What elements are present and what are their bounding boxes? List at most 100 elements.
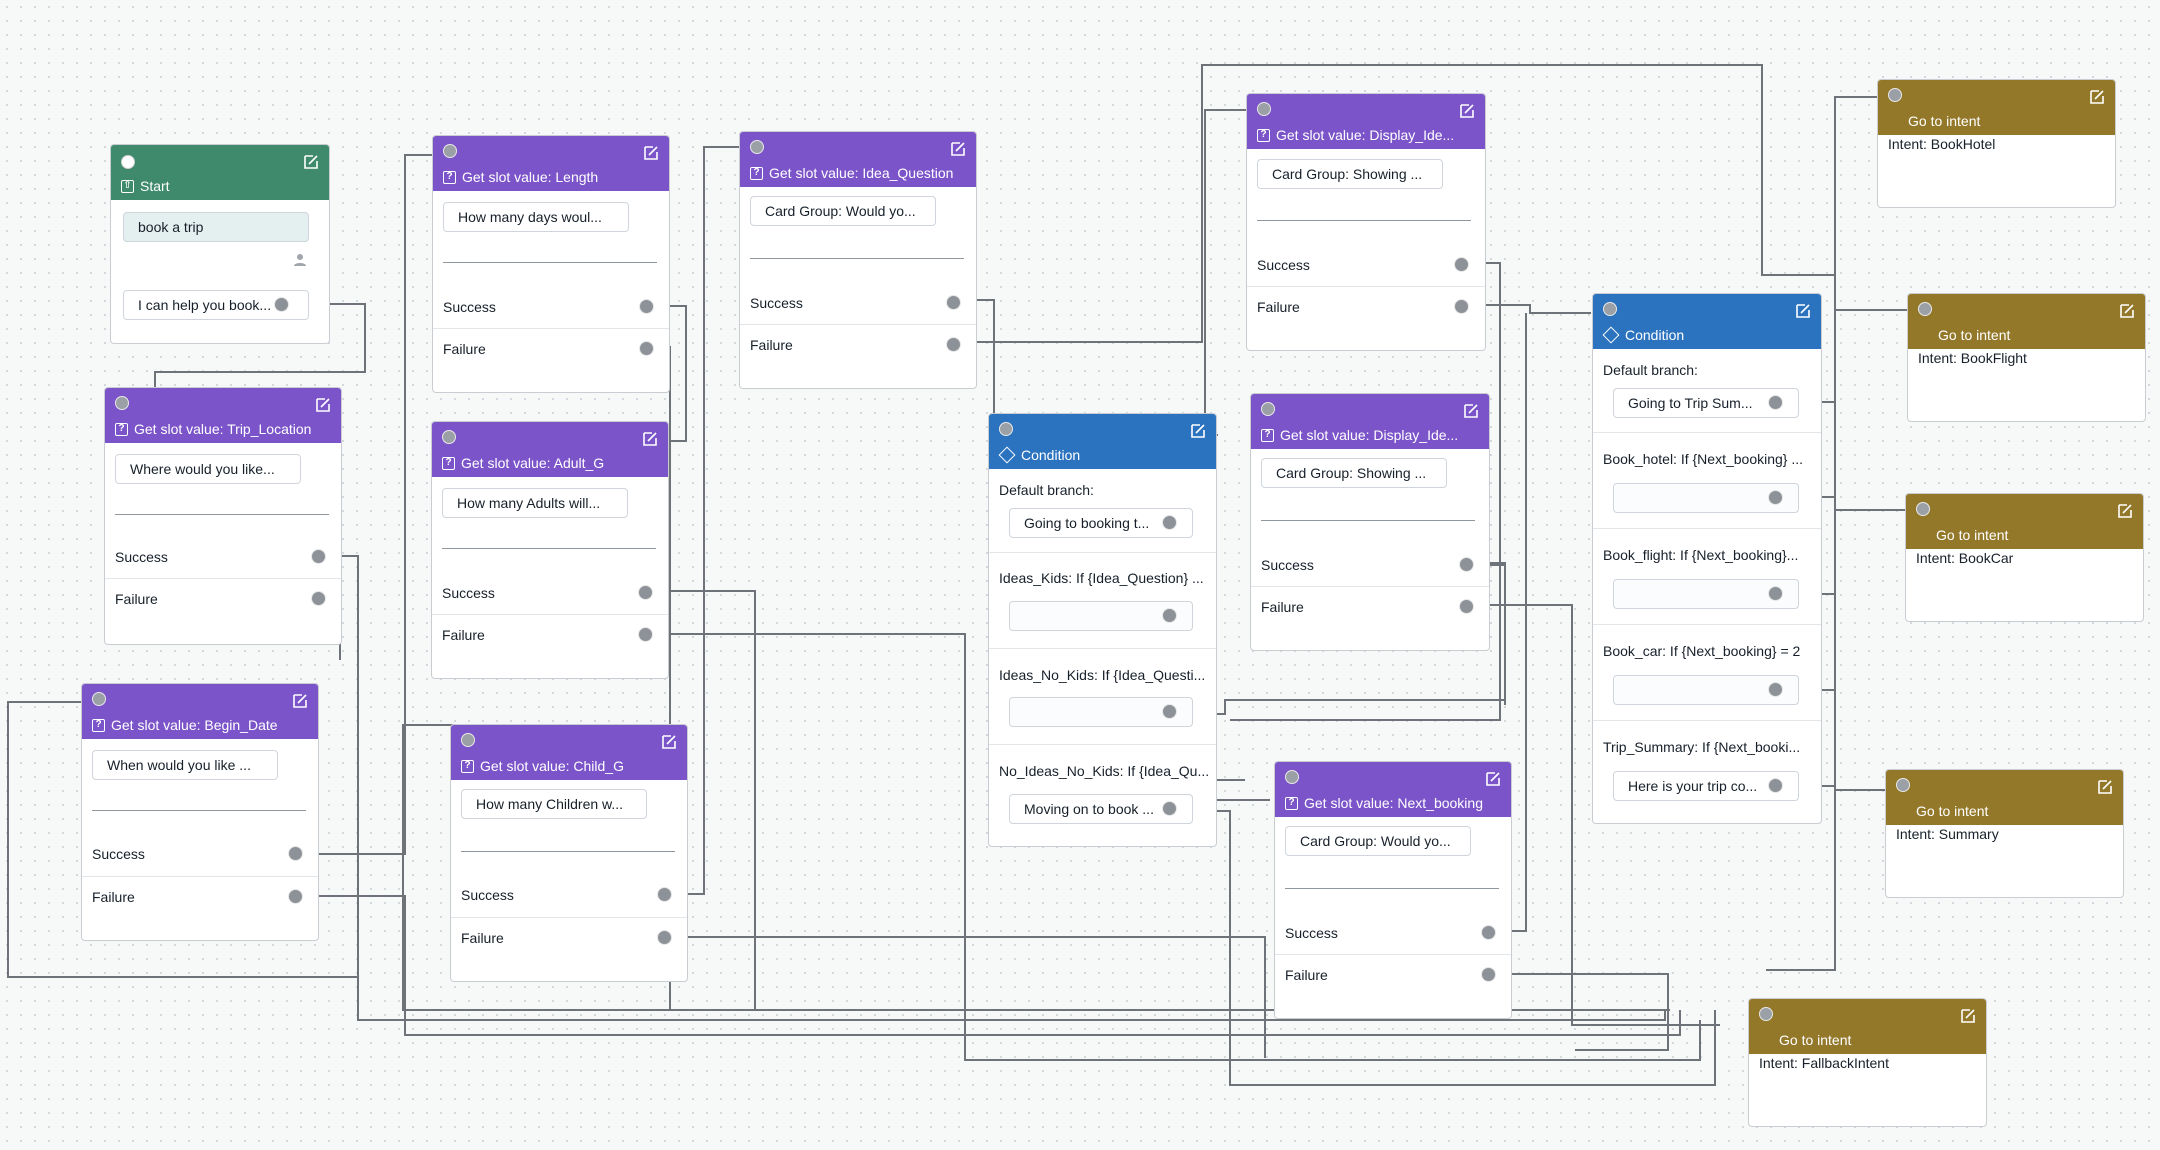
edit-icon[interactable] [643,145,659,161]
intent-node-book-car[interactable]: Go to intent Intent: BookCar [1905,493,2144,622]
edit-icon[interactable] [315,397,331,413]
success-port[interactable] [1481,925,1496,940]
edit-icon[interactable] [2117,503,2133,519]
success-port[interactable] [288,846,303,861]
success-port[interactable] [1459,557,1474,572]
edit-icon[interactable] [2097,779,2113,795]
edit-icon[interactable] [1795,303,1811,319]
slot-node-adult-g[interactable]: ? Get slot value: Adult_G How many Adult… [431,421,669,679]
slot-node-begin-date[interactable]: ? Get slot value: Begin_Date When would … [81,683,319,941]
edit-icon[interactable] [303,154,319,170]
slot-prompt[interactable]: When would you like ... [92,750,278,780]
slot-prompt[interactable]: How many days woul... [443,202,629,232]
edit-icon[interactable] [292,693,308,709]
input-port[interactable] [1257,102,1271,116]
start-output-port[interactable] [274,297,289,312]
start-port[interactable] [121,155,135,169]
edit-icon[interactable] [661,734,677,750]
condition-node-next-booking[interactable]: Condition Default branch: Going to Trip … [1592,293,1822,824]
input-port[interactable] [750,140,764,154]
failure-port[interactable] [946,337,961,352]
start-icon: ⇧ [121,179,134,193]
start-node[interactable]: ⇧ Start book a trip I can help you book.… [110,144,330,344]
branch-prompt[interactable] [1613,579,1799,609]
branch-port[interactable] [1162,608,1177,623]
failure-port[interactable] [639,341,654,356]
intent-node-book-flight[interactable]: Go to intent Intent: BookFlight [1907,293,2146,422]
slot-prompt[interactable]: Card Group: Showing ... [1261,458,1447,488]
intent-node-summary[interactable]: Go to intent Intent: Summary [1885,769,2124,898]
success-port[interactable] [639,299,654,314]
branch-port[interactable] [1768,490,1783,505]
slot-node-trip-location[interactable]: ? Get slot value: Trip_Location Where wo… [104,387,342,645]
intent-node-fallback[interactable]: Go to intent Intent: FallbackIntent [1748,998,1987,1127]
success-port[interactable] [311,549,326,564]
slot-prompt[interactable]: How many Children w... [461,789,647,819]
failure-port[interactable] [638,627,653,642]
failure-port[interactable] [1459,599,1474,614]
edit-icon[interactable] [1485,771,1501,787]
slot-node-length[interactable]: ? Get slot value: Length How many days w… [432,135,670,393]
input-port[interactable] [1918,302,1932,316]
condition-node-ideas[interactable]: Condition Default branch: Going to booki… [988,413,1217,847]
input-port[interactable] [999,422,1013,436]
success-port[interactable] [1454,257,1469,272]
node-title: ? Get slot value: Trip_Location [115,421,311,437]
input-port[interactable] [1603,302,1617,316]
branch-port[interactable] [1768,586,1783,601]
edit-icon[interactable] [2089,89,2105,105]
slot-node-idea-question[interactable]: ? Get slot value: Idea_Question Card Gro… [739,131,977,389]
input-port[interactable] [1896,778,1910,792]
failure-row: Failure [432,614,668,654]
input-port[interactable] [92,692,106,706]
success-label: Success [1261,557,1314,573]
slot-prompt[interactable]: Where would you like... [115,454,301,484]
input-port[interactable] [1261,402,1275,416]
branch-label: Book_car: If {Next_booking} = 2 [1603,643,1801,659]
default-branch-port[interactable] [1162,515,1177,530]
success-port[interactable] [946,295,961,310]
success-port[interactable] [657,887,672,902]
slot-prompt[interactable]: Card Group: Showing ... [1257,159,1443,189]
branch-port[interactable] [1768,682,1783,697]
edit-icon[interactable] [1463,403,1479,419]
intent-name: Intent: FallbackIntent [1759,1055,1889,1071]
failure-port[interactable] [1454,299,1469,314]
default-branch-port[interactable] [1768,395,1783,410]
input-port[interactable] [442,430,456,444]
input-port[interactable] [1916,502,1930,516]
input-port[interactable] [443,144,457,158]
edit-icon[interactable] [2119,303,2135,319]
edit-icon[interactable] [1960,1008,1976,1024]
input-port[interactable] [1285,770,1299,784]
branch-port[interactable] [1162,801,1177,816]
edit-icon[interactable] [1459,103,1475,119]
failure-port[interactable] [1481,967,1496,982]
slot-node-child-g[interactable]: ? Get slot value: Child_G How many Child… [450,724,688,982]
divider [442,548,656,549]
edit-icon[interactable] [950,141,966,157]
failure-port[interactable] [311,591,326,606]
edit-icon[interactable] [1190,423,1206,439]
intent-header: Go to intent [1906,494,2143,549]
branch-port[interactable] [1768,778,1783,793]
slot-node-next-booking[interactable]: ? Get slot value: Next_booking Card Grou… [1274,761,1512,1019]
intent-name: Intent: Summary [1896,826,1999,842]
input-port[interactable] [115,396,129,410]
input-port[interactable] [461,733,475,747]
failure-port[interactable] [288,889,303,904]
input-port[interactable] [1759,1007,1773,1021]
input-port[interactable] [1888,88,1902,102]
utterance-bubble[interactable]: book a trip [123,212,309,242]
intent-node-book-hotel[interactable]: Go to intent Intent: BookHotel [1877,79,2116,208]
failure-port[interactable] [657,930,672,945]
slot-prompt[interactable]: Card Group: Would yo... [1285,826,1471,856]
branch-port[interactable] [1162,704,1177,719]
slot-prompt[interactable]: How many Adults will... [442,488,628,518]
edit-icon[interactable] [642,431,658,447]
success-port[interactable] [638,585,653,600]
slot-node-display-ideas-1[interactable]: ? Get slot value: Display_Ide... Card Gr… [1246,93,1486,351]
slot-node-display-ideas-2[interactable]: ? Get slot value: Display_Ide... Card Gr… [1250,393,1490,651]
slot-prompt[interactable]: Card Group: Would yo... [750,196,936,226]
